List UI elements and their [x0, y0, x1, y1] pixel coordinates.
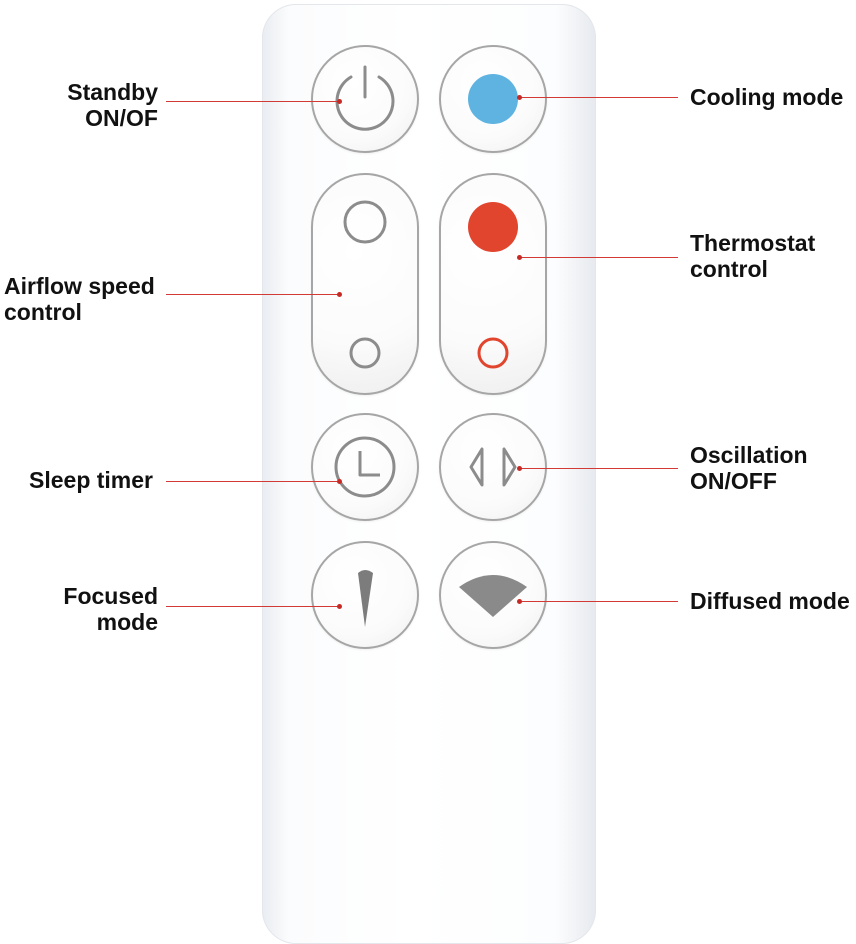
focused-mode-button[interactable]	[311, 541, 419, 649]
red-dot-icon	[468, 202, 518, 252]
focused-leader-dot	[337, 604, 342, 609]
airflow-speed-label: Airflow speed control	[4, 273, 155, 325]
cooling-mode-button[interactable]	[439, 45, 547, 153]
airflow-leader-dot	[337, 292, 342, 297]
oscillation-leader-line	[520, 468, 678, 469]
small-circle-icon	[349, 337, 381, 369]
left-right-arrows-icon	[469, 447, 517, 487]
sleep-timer-button[interactable]	[311, 413, 419, 521]
narrow-wedge-icon	[358, 570, 373, 627]
large-circle-icon	[343, 200, 387, 244]
blue-dot-icon	[468, 74, 518, 124]
standby-label: Standby ON/OF	[67, 79, 158, 131]
red-ring-icon	[477, 337, 509, 369]
diffused-leader-dot	[517, 599, 522, 604]
sleep-leader-dot	[337, 479, 342, 484]
focused-mode-label: Focused mode	[63, 583, 158, 635]
airflow-leader-line	[166, 294, 339, 295]
cooling-leader-line	[520, 97, 678, 98]
oscillation-leader-dot	[517, 466, 522, 471]
standby-button[interactable]	[311, 45, 419, 153]
cooling-leader-dot	[517, 95, 522, 100]
thermostat-label: Thermostat control	[690, 230, 816, 282]
wide-fan-icon	[459, 575, 527, 617]
thermostat-rocker[interactable]	[439, 173, 547, 395]
clock-icon	[334, 436, 396, 498]
oscillation-button[interactable]	[439, 413, 547, 521]
sleep-timer-label: Sleep timer	[29, 467, 153, 493]
diffused-mode-label: Diffused mode	[690, 588, 850, 614]
diffused-mode-button[interactable]	[439, 541, 547, 649]
oscillation-label: Oscillation ON/OFF	[690, 442, 808, 494]
sleep-leader-line	[166, 481, 339, 482]
power-icon	[335, 65, 395, 131]
thermostat-leader-line	[520, 257, 678, 258]
cooling-mode-label: Cooling mode	[690, 84, 844, 110]
focused-leader-line	[166, 606, 339, 607]
airflow-speed-rocker[interactable]	[311, 173, 419, 395]
diffused-leader-line	[520, 601, 678, 602]
thermostat-leader-dot	[517, 255, 522, 260]
standby-leader-line	[166, 101, 339, 102]
standby-leader-dot	[337, 99, 342, 104]
